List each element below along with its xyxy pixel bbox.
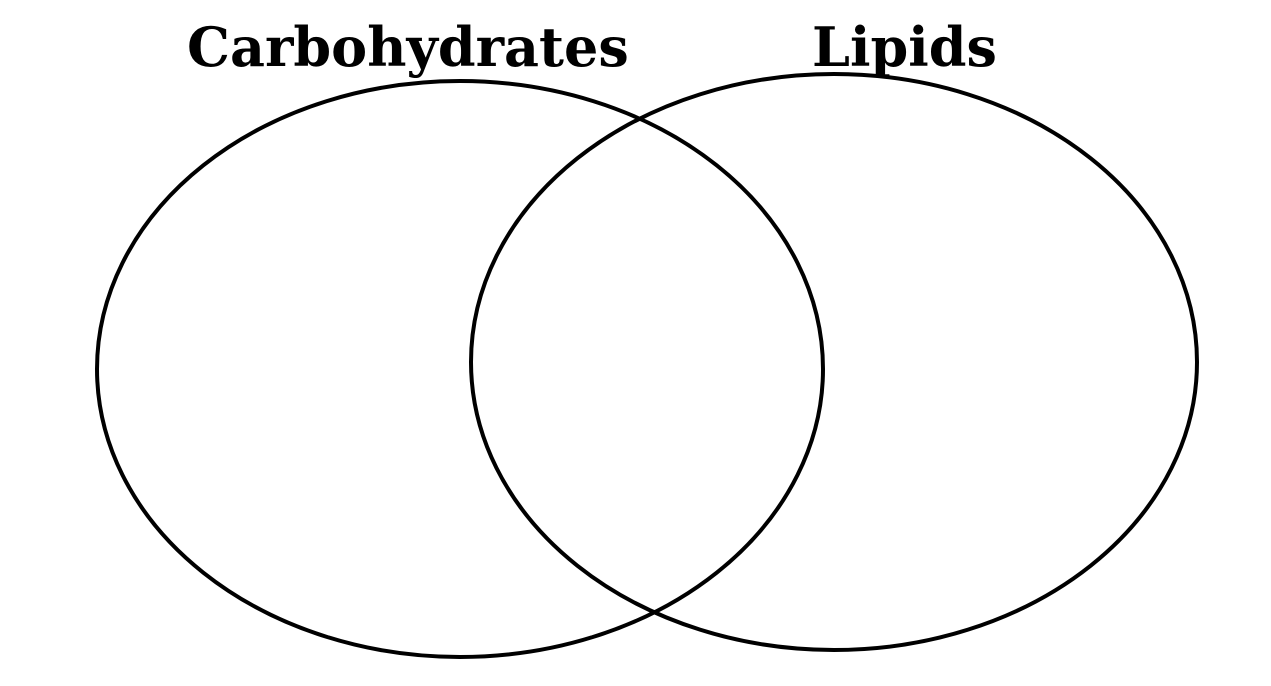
set-circle-carbohydrates [95,79,825,659]
set-label-lipids: Lipids [812,15,997,79]
set-circle-lipids [469,72,1199,652]
set-label-carbohydrates: Carbohydrates [187,15,629,79]
